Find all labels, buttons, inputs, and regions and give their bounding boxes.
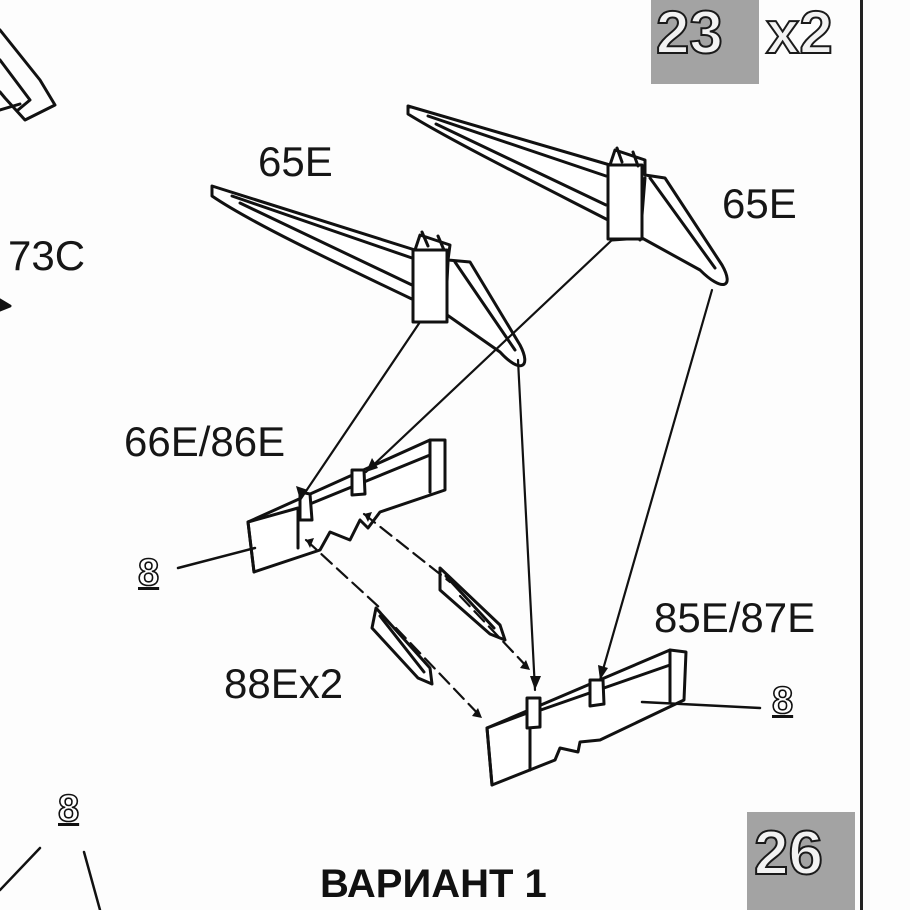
label-85e-87e: 85E/87E [654, 594, 816, 641]
ref-bottom: 8 [57, 787, 80, 831]
label-65e-left: 65E [258, 138, 333, 185]
stand-65e-left [210, 184, 527, 368]
step-multiplier: x2 [765, 0, 834, 67]
page-number-badge [747, 812, 855, 910]
page-border-line [860, 0, 863, 910]
step-badge [651, 0, 759, 84]
stand-65e-right [406, 104, 729, 287]
variant-title: ВАРИАНТ 1 [320, 862, 547, 906]
guide-lines [298, 238, 714, 720]
leader-ref-left [176, 546, 257, 570]
leader-ref-right [640, 700, 762, 710]
page-number: 26 [753, 818, 824, 889]
step-number: 23 [655, 0, 724, 67]
previous-part-fragment [0, 28, 57, 122]
arrow-heads [296, 458, 608, 718]
brace-88e-upper [438, 566, 507, 642]
base-66e-86e [246, 438, 447, 574]
pointer-73c [0, 298, 12, 312]
base-85e-87e [485, 648, 688, 787]
leader-bottom-a [0, 846, 42, 892]
ref-right: 8 [771, 679, 794, 723]
label-65e-right: 65E [722, 180, 797, 227]
brace-88e-lower [370, 606, 434, 686]
ref-left: 8 [137, 551, 160, 595]
label-66e-86e: 66E/86E [124, 418, 286, 465]
label-88e: 88Ex2 [224, 660, 344, 707]
leader-bottom-b [82, 850, 102, 910]
label-73c: 73C [8, 232, 86, 279]
